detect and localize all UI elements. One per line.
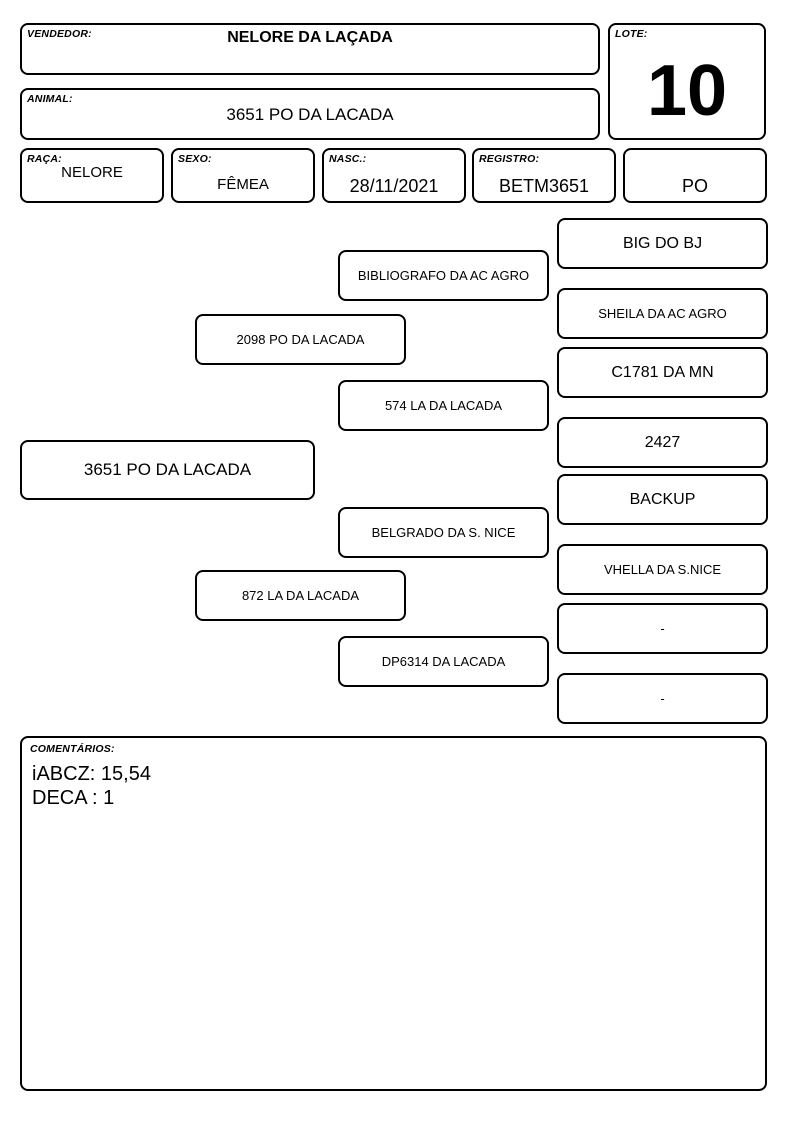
lote-label: LOTE: <box>615 28 648 40</box>
lote-value: 10 <box>646 51 728 131</box>
sexo-label: SEXO: <box>178 153 212 165</box>
pedigree-dam-sire: BELGRADO DA S. NICE <box>338 507 549 558</box>
sexo-box: SEXO: FÊMEA <box>171 148 315 203</box>
lote-box: LOTE: 10 <box>608 23 766 140</box>
animal-value: 3651 PO DA LACADA <box>226 105 394 124</box>
registro-value: BETM3651 <box>498 176 590 196</box>
pedigree-sire-sire: BIBLIOGRAFO DA AC AGRO <box>338 250 549 301</box>
comment-line: iABCZ: 15,54 <box>32 763 151 785</box>
pedigree-sire-dam: 574 LA DA LACADA <box>338 380 549 431</box>
vendedor-box: VENDEDOR: NELORE DA LAÇADA <box>20 23 600 75</box>
animal-label: ANIMAL: <box>27 93 73 105</box>
pedigree-ggp: VHELLA DA S.NICE <box>557 544 768 595</box>
pedigree-ggp: BACKUP <box>557 474 768 525</box>
pedigree-ggp: C1781 DA MN <box>557 347 768 398</box>
comments-box: COMENTÁRIOS: iABCZ: 15,54 DECA : 1 <box>20 736 767 1091</box>
pedigree-ggp: BIG DO BJ <box>557 218 768 269</box>
raca-label: RAÇA: <box>27 153 62 165</box>
pedigree-ggp: - <box>557 673 768 724</box>
pedigree-animal: 3651 PO DA LACADA <box>20 440 315 500</box>
pedigree-dam: 872 LA DA LACADA <box>195 570 406 621</box>
categoria-box: PO <box>623 148 767 203</box>
nasc-box: NASC.: 28/11/2021 <box>322 148 466 203</box>
registro-box: REGISTRO: BETM3651 <box>472 148 616 203</box>
pedigree-ggp: 2427 <box>557 417 768 468</box>
pedigree-ggp: - <box>557 603 768 654</box>
registro-label: REGISTRO: <box>479 153 540 165</box>
nasc-value: 28/11/2021 <box>349 176 439 196</box>
pedigree-sire: 2098 PO DA LACADA <box>195 314 406 365</box>
vendedor-value: NELORE DA LAÇADA <box>227 29 393 46</box>
nasc-label: NASC.: <box>329 153 367 165</box>
comments-text: iABCZ: 15,54 DECA : 1 <box>32 762 151 810</box>
raca-value: NELORE <box>61 164 123 181</box>
pedigree-dam-dam: DP6314 DA LACADA <box>338 636 549 687</box>
categoria-value: PO <box>681 176 708 196</box>
animal-box: ANIMAL: 3651 PO DA LACADA <box>20 88 600 140</box>
vendedor-label: VENDEDOR: <box>27 28 92 40</box>
sexo-value: FÊMEA <box>217 176 269 193</box>
comments-label: COMENTÁRIOS: <box>30 743 115 755</box>
raca-box: RAÇA: NELORE <box>20 148 164 203</box>
comment-line: DECA : 1 <box>32 787 115 809</box>
pedigree-ggp: SHEILA DA AC AGRO <box>557 288 768 339</box>
